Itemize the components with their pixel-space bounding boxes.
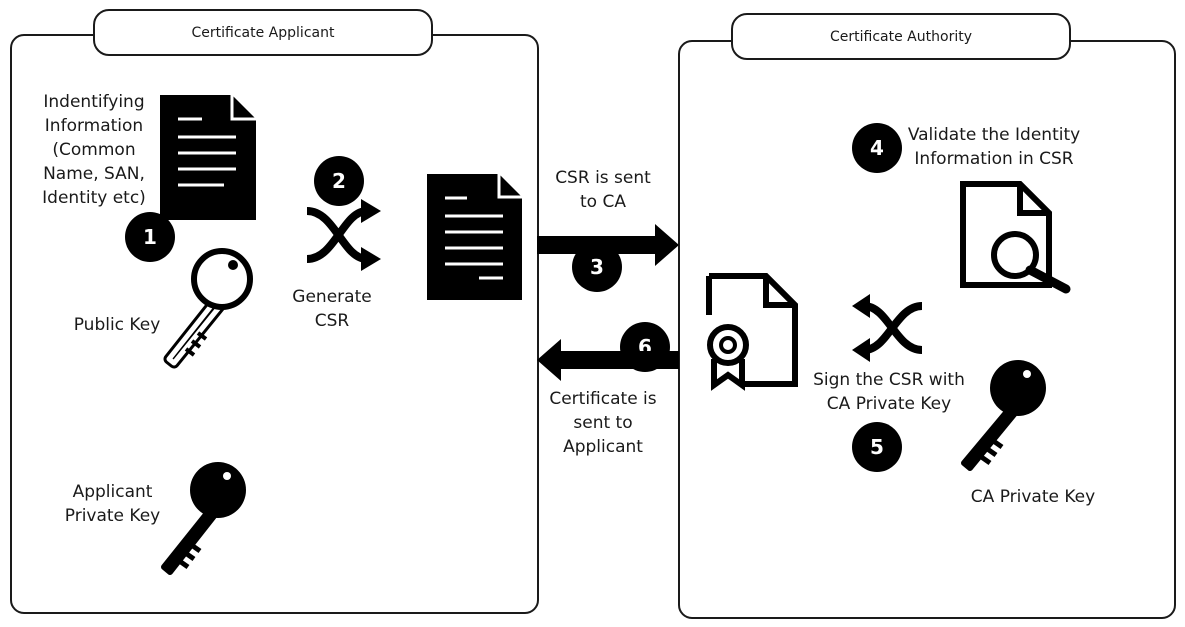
cert-sent-label: Certificate is sent to Applicant: [549, 389, 657, 457]
step-badge-3: 3: [572, 242, 622, 292]
identifying-info-label: Indentifying Information (Common Name, S…: [42, 92, 146, 208]
csr-sent-label: CSR is sent to CA: [555, 168, 651, 212]
key-solid-icon: [161, 462, 246, 575]
document-search-icon: [960, 181, 1071, 294]
shuffle-icon: [306, 199, 381, 271]
step-badge-5: 5: [852, 422, 902, 472]
shuffle-icon-sign: [852, 294, 923, 362]
csr-document-icon: [427, 174, 522, 300]
public-key-label: Public Key: [73, 315, 161, 335]
step-badge-4: 4: [852, 123, 902, 173]
document-icon: [160, 95, 256, 220]
step-badge-1: 1: [125, 212, 175, 262]
key-outline-icon: [163, 248, 253, 369]
arrow-left-icon: [537, 339, 679, 381]
applicant-private-key-label: Applicant Private Key: [64, 482, 161, 526]
validate-label: Validate the Identity Information in CSR: [907, 125, 1081, 169]
ca-key-solid-icon: [961, 360, 1046, 471]
step-badge-2: 2: [314, 156, 364, 206]
authority-panel: [678, 40, 1176, 619]
ca-private-key-label: CA Private Key: [970, 487, 1096, 507]
applicant-panel: [10, 34, 539, 614]
authority-title: Certificate Authority: [731, 13, 1071, 60]
generate-csr-label: Generate CSR: [292, 287, 372, 331]
sign-label: Sign the CSR with CA Private Key: [813, 370, 965, 414]
applicant-title: Certificate Applicant: [93, 9, 433, 56]
certificate-icon: [706, 273, 798, 391]
